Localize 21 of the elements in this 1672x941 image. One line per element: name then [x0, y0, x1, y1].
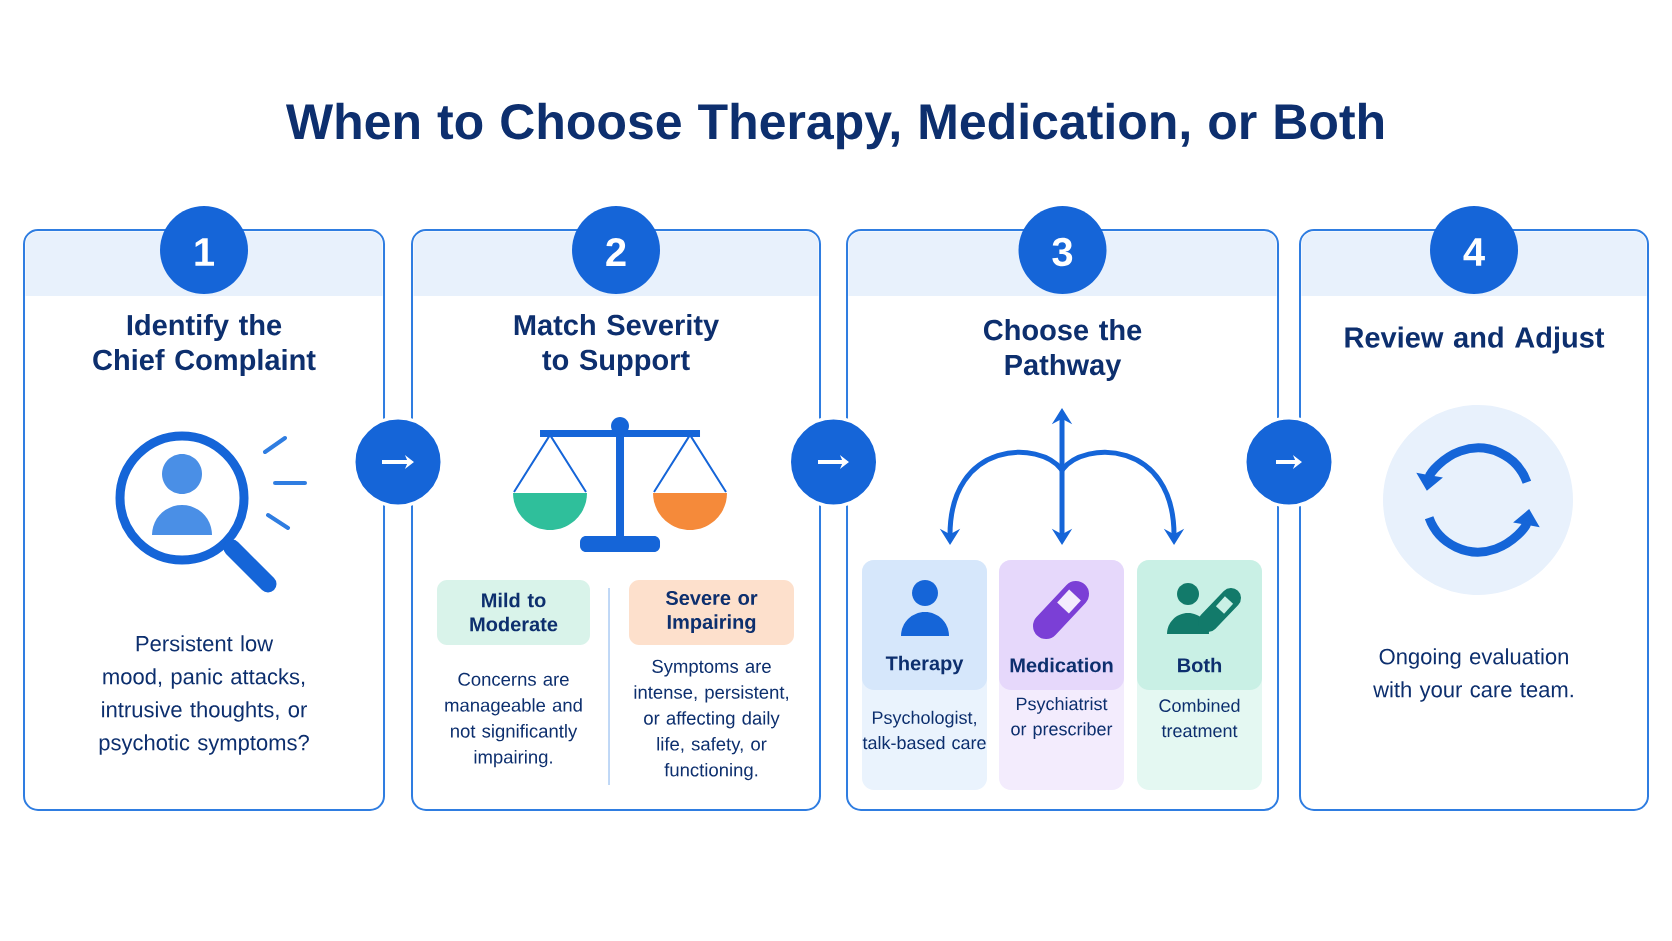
card-title: Identify the Chief Complaint [93, 314, 316, 376]
card-text: Persistent low mood, panic attacks, intrusive thoughts, or psychotic symptoms? [99, 635, 309, 755]
arrow-button [788, 416, 879, 508]
arrow-button [1243, 416, 1335, 508]
title: When to Choose Therapy, Medication, or Both [285, 102, 1383, 150]
option-text: Combined treatment [1159, 698, 1240, 738]
card-title: Choose the Pathway [983, 319, 1142, 381]
number-badge: 3 [1018, 206, 1107, 294]
severity-label: Mild to Moderate [437, 580, 590, 645]
severity-text: Concerns are manageable and not significantly impairing. [445, 672, 582, 768]
option-text: Psychologist, talk-based care [862, 710, 986, 750]
severity-text: Symptoms are intense, persistent, or affecting daily life, safety, or functioning. [634, 659, 788, 781]
number-badge: 4 [1430, 206, 1518, 294]
card-text: Ongoing evaluation with your care team. [1373, 648, 1573, 702]
number-badge: 1 [160, 206, 248, 294]
option-text: Psychiatrist or prescriber [1011, 697, 1113, 739]
card-title: Match Severity to Support [514, 314, 719, 376]
severity-label: Severe or Impairing [629, 580, 794, 645]
arrow-button [352, 416, 444, 508]
number-badge: 2 [572, 206, 660, 294]
card-title: Review and Adjust [1345, 326, 1605, 354]
